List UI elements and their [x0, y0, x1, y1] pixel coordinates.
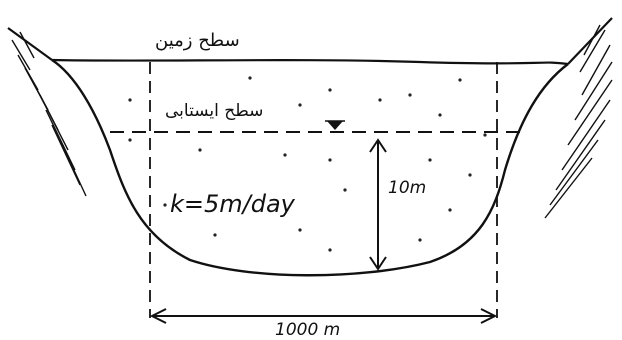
depth-arrow: [369, 138, 387, 271]
water-table-marker-icon: [327, 121, 343, 130]
depth-label: 10m: [388, 178, 426, 198]
aquifer-basin-outline: [51, 58, 569, 277]
width-label: 1000 m: [275, 320, 340, 340]
ground-surface-line: [51, 58, 569, 66]
sand-dots: [128, 76, 487, 252]
ground-surface-label: سطح زمین: [155, 30, 240, 51]
width-arrow: [149, 308, 498, 324]
left-slope-hatching: [7, 27, 87, 197]
conductivity-label: k=5m/day: [170, 190, 296, 218]
water-table-label: سطح ایستابی: [165, 101, 263, 121]
right-slope-hatching: [544, 17, 613, 219]
